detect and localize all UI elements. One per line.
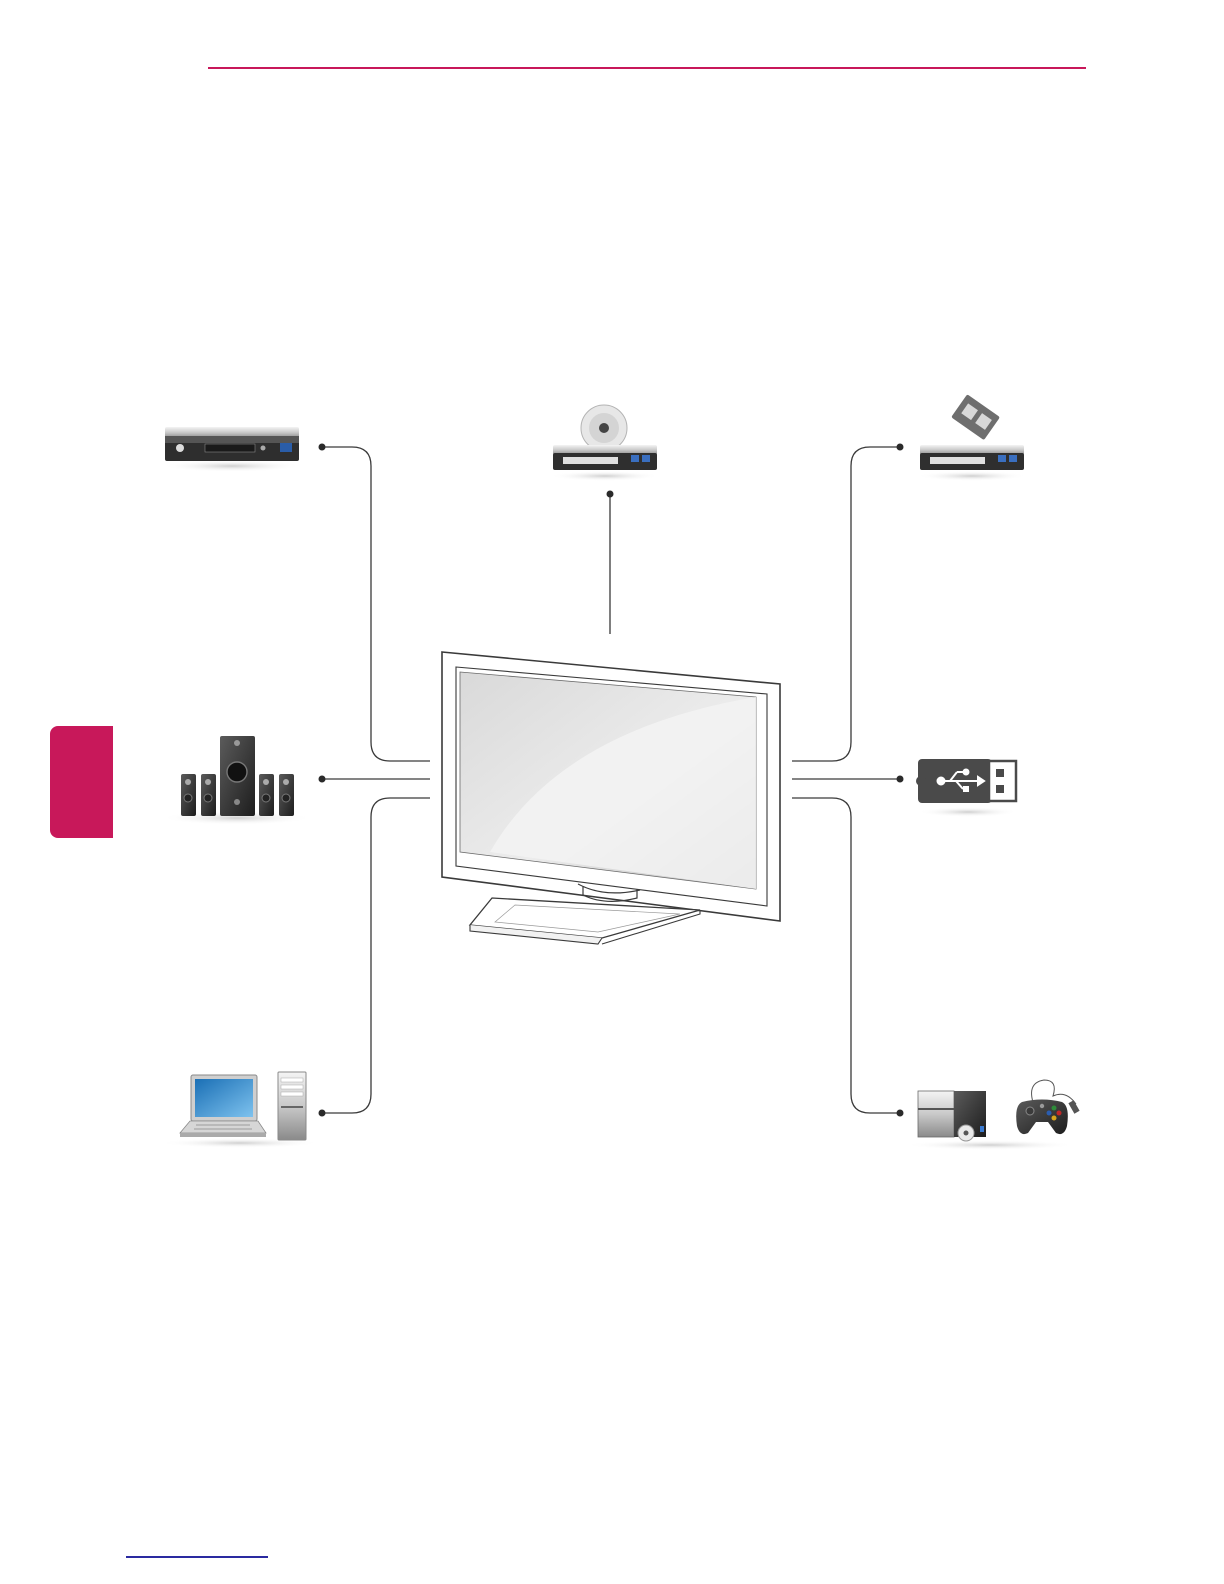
game-console-icon (905, 1080, 1080, 1150)
speaker-system-icon (162, 736, 312, 825)
laptop-pc-icon (160, 1072, 320, 1148)
vcr-icon (917, 394, 1027, 481)
usb-icon (916, 759, 1018, 817)
set-top-box-icon (162, 427, 302, 472)
tv-icon (442, 652, 780, 944)
line-set-top-box (322, 447, 430, 761)
dvd-player-icon (550, 405, 660, 481)
line-vcr (792, 447, 900, 761)
line-pc (322, 798, 430, 1113)
line-game (792, 798, 900, 1113)
